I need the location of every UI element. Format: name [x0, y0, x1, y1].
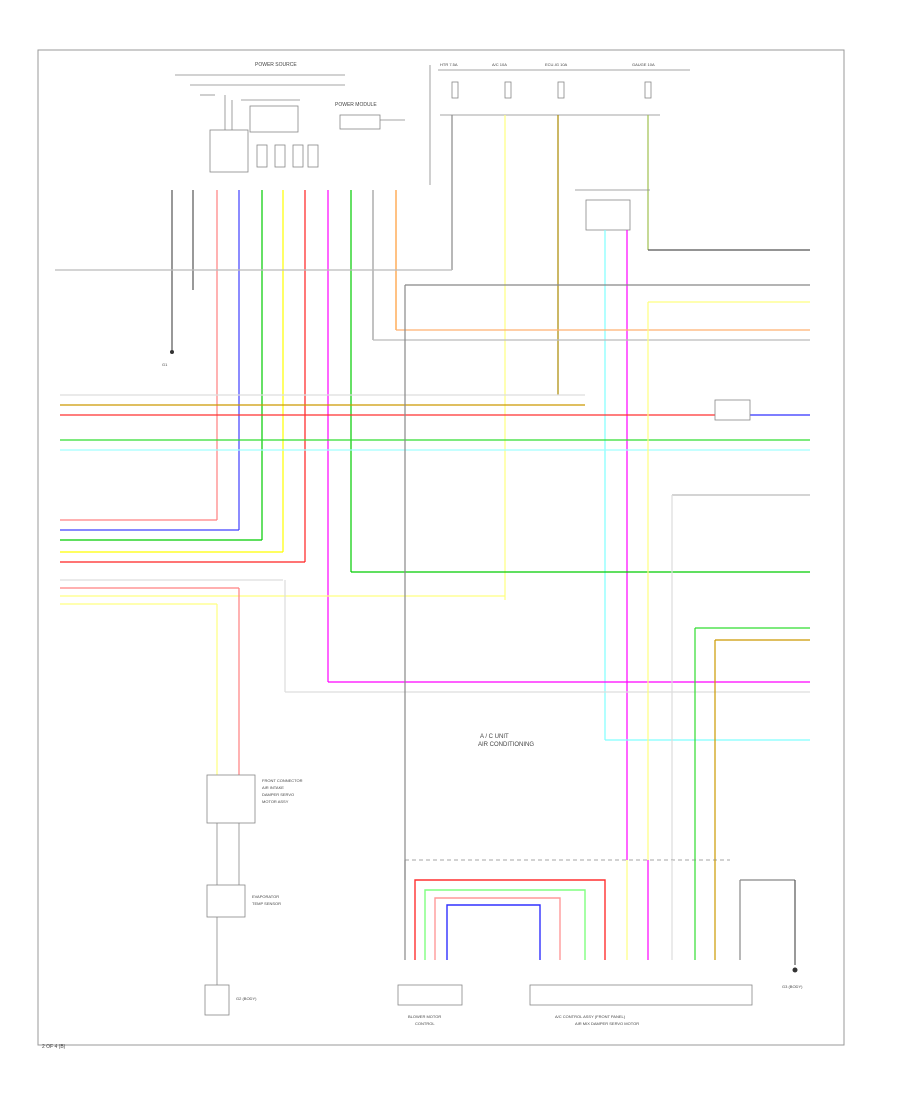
bottom-center-connector [397, 984, 463, 1006]
bottom-center-label-1: BLOWER MOTOR [408, 1014, 441, 1019]
left-ground-label: G1 [162, 362, 168, 367]
ground-bottom-left-label: G2 (BODY) [236, 996, 257, 1001]
bottom-right-label-1: A/C CONTROL ASSY (FRONT PANEL) [555, 1014, 626, 1019]
sensor2-label-2: TEMP SENSOR [252, 901, 281, 906]
top-right-fuses [429, 65, 690, 185]
motor1-label-2: AIR INTAKE [262, 785, 284, 790]
diagram-border [37, 49, 845, 1046]
sensor2-label-1: EVAPORATOR [252, 894, 279, 899]
fuse-label-4: GAUGE 10A [632, 62, 655, 67]
horizontal-wires-2 [60, 494, 810, 741]
center-label-line1: A / C UNIT [480, 734, 509, 740]
right-top-wires [604, 230, 810, 860]
vertical-wires-lower [216, 285, 716, 880]
center-label-line2: AIR CONDITIONING [478, 742, 534, 748]
right-top-connector [575, 189, 650, 231]
right-ground-symbol [792, 967, 798, 973]
right-ground-label: G3 (BODY) [782, 984, 803, 989]
bottom-drop-wires [404, 860, 796, 965]
horizontal-wires-1 [55, 269, 810, 451]
module-left-label: POWER MODULE [335, 102, 377, 108]
left-ground [170, 340, 174, 354]
top-label: POWER SOURCE [255, 62, 297, 68]
fuse-label-3: ECU-IG 10A [545, 62, 568, 67]
bottom-center-label-2: CONTROL [415, 1021, 435, 1026]
switch-block [714, 399, 751, 421]
fuse-label-2: A/C 10A [492, 62, 507, 67]
bottom-right-label-2: AIR MIX DAMPER SERVO MOTOR [575, 1021, 639, 1026]
bottom-nested-wires [414, 879, 606, 960]
motor1-label-4: MOTOR ASSY [262, 799, 289, 804]
page-number: 2 OF 4 (B) [42, 1044, 66, 1050]
left-motor-box [204, 774, 256, 1016]
fuse-label-1: HTR 7.5A [440, 62, 458, 67]
vertical-wires-top [171, 115, 649, 682]
bottom-right-connector [529, 984, 753, 1006]
motor1-label-3: DAMPER SERVO [262, 792, 294, 797]
motor1-label-1: FRONT CONNECTOR [262, 778, 303, 783]
power-source-block [175, 74, 405, 173]
